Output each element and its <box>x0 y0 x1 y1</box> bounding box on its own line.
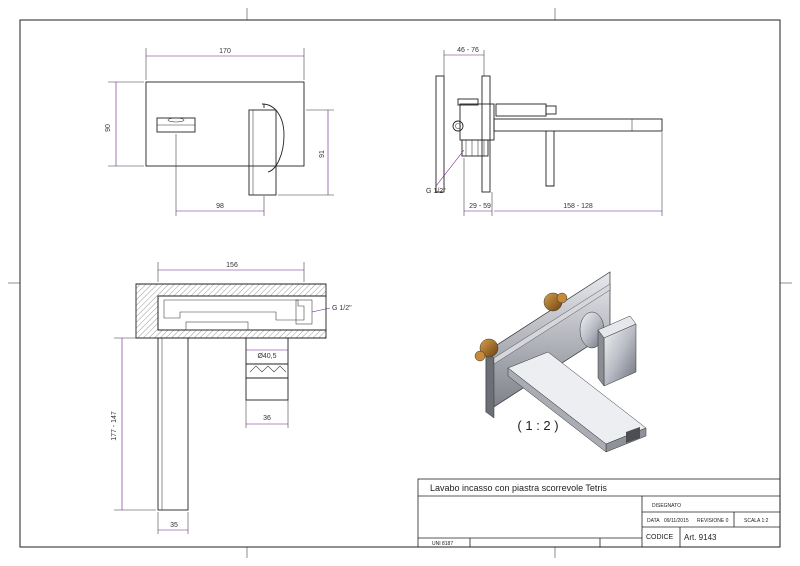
code-label: CODICE <box>646 534 674 541</box>
date-value: 09/11/2015 <box>664 518 689 524</box>
section-thread-label: G 1/2" <box>332 305 352 312</box>
revision-label: REVISIONE 0 <box>697 518 729 524</box>
drawing-title: Lavabo incasso con piastra scorrevole Te… <box>430 483 607 493</box>
title-block: Lavabo incasso con piastra scorrevole Te… <box>417 478 781 548</box>
side-view: 46 - 76 29 - 59 158 - 128 G 1/2" <box>426 47 663 216</box>
scale-label: SCALA 1:2 <box>744 518 769 524</box>
uni-label: UNI 8187 <box>432 541 453 547</box>
front-view: 170 90 91 98 <box>105 48 334 216</box>
code-value: Art. 9143 <box>684 533 717 542</box>
detail-diameter-dim: Ø40,5 <box>257 353 276 360</box>
section-width-dim: 156 <box>226 262 238 269</box>
side-top-dim: 46 - 76 <box>457 47 479 54</box>
side-thread-label: G 1/2" <box>426 188 446 195</box>
side-depth-dim: 29 - 59 <box>469 203 491 210</box>
date-label: DATA <box>647 518 660 524</box>
detail-width-dim: 36 <box>263 415 271 422</box>
front-height-right-dim: 91 <box>319 150 326 158</box>
iso-view: ( 1 : 2 ) <box>474 271 647 453</box>
iso-scale-label: ( 1 : 2 ) <box>517 418 558 433</box>
front-height-left-dim: 90 <box>105 124 112 132</box>
section-spout-dim: 177 - 147 <box>111 411 118 441</box>
sheet-frame <box>8 8 792 558</box>
front-offset-dim: 98 <box>216 203 224 210</box>
section-spout-width-dim: 35 <box>170 522 178 529</box>
front-width-dim: 170 <box>219 48 231 55</box>
drawn-by-label: DISEGNATO <box>652 503 681 509</box>
side-spout-dim: 158 - 128 <box>563 203 593 210</box>
section-view: 156 G 1/2" 177 - 147 35 Ø40,5 36 <box>111 262 352 534</box>
